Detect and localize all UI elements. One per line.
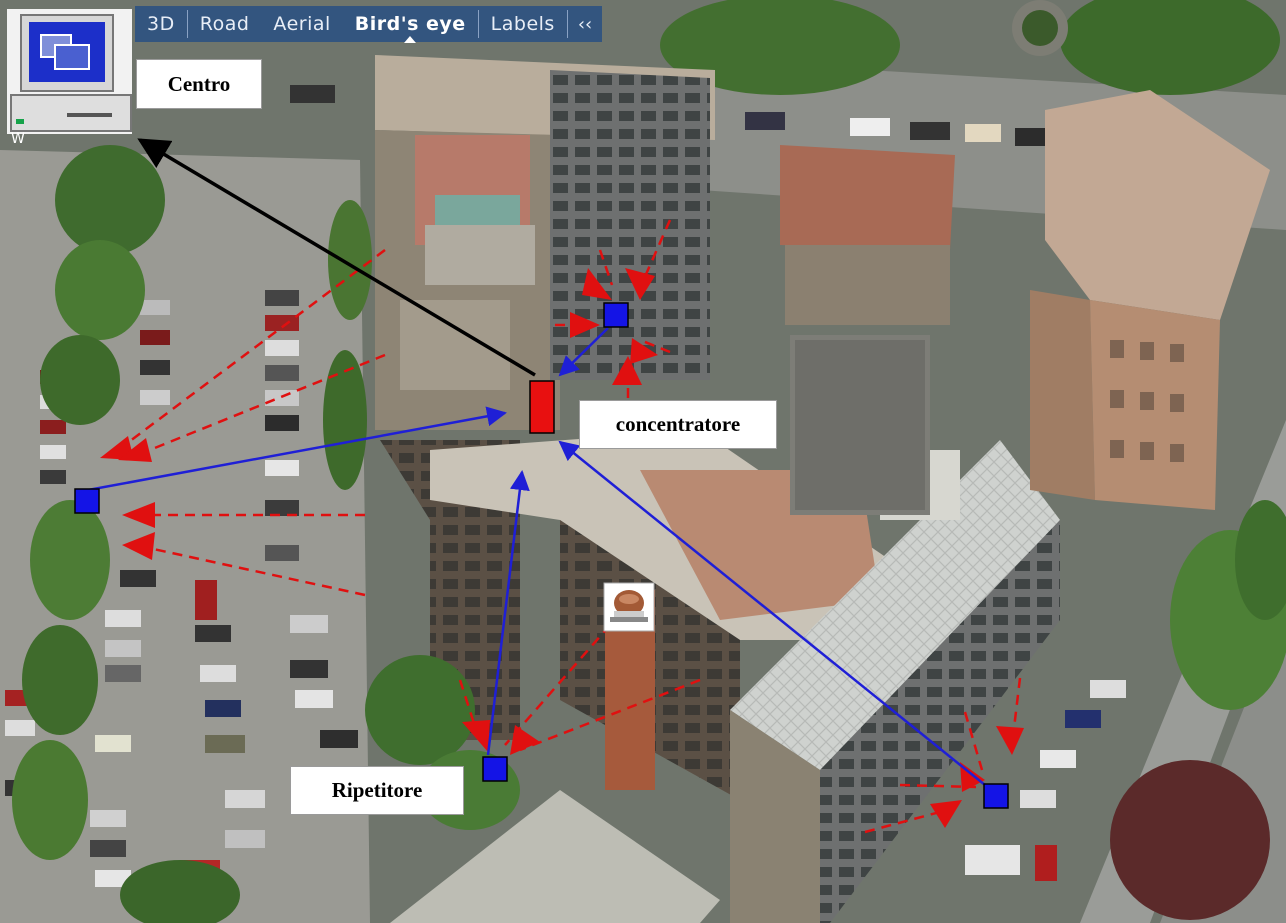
- tab-labels-label: Labels: [490, 13, 555, 35]
- trees-left: [12, 145, 372, 923]
- concentratore-label: concentratore: [579, 400, 777, 449]
- building-right-roof: [1045, 90, 1270, 320]
- compass-west-label: W: [11, 131, 25, 147]
- tab-birds-eye-label: Bird's eye: [354, 13, 466, 35]
- building-bottom: [390, 790, 720, 923]
- tab-road[interactable]: Road: [188, 6, 262, 42]
- repeater-node-west[interactable]: [74, 488, 100, 514]
- tab-aerial[interactable]: Aerial: [261, 6, 342, 42]
- tab-labels[interactable]: Labels: [479, 6, 567, 42]
- uplink-to-centro: [137, 138, 536, 377]
- collapse-toolbar-button[interactable]: ‹‹: [577, 13, 593, 35]
- tab-3d[interactable]: 3D: [135, 6, 187, 42]
- concentrator-node[interactable]: [529, 380, 555, 434]
- caret-up-icon: [404, 36, 417, 43]
- meter-signals: [109, 219, 1022, 834]
- toolbar-divider: [566, 10, 568, 38]
- computer-terminal-icon[interactable]: [7, 9, 132, 134]
- repeater-links: [87, 327, 986, 786]
- toolbar-divider: [186, 10, 188, 38]
- centro-label: Centro: [136, 59, 262, 109]
- tab-birds-eye[interactable]: Bird's eye: [343, 6, 478, 43]
- tab-3d-label: 3D: [147, 13, 175, 35]
- tab-road-label: Road: [199, 13, 250, 35]
- trees-top: [660, 0, 1280, 95]
- right-road-cars: [965, 680, 1126, 881]
- repeater-node-north[interactable]: [603, 302, 629, 328]
- tab-aerial-label: Aerial: [273, 13, 331, 35]
- repeater-node-east[interactable]: [983, 783, 1009, 809]
- building-villa: [780, 145, 955, 250]
- gas-meter-icon[interactable]: [603, 582, 655, 632]
- building-tiled-roof: [730, 440, 1060, 770]
- ripetitore-label: Ripetitore: [290, 766, 464, 815]
- building-dark-block: [550, 70, 710, 380]
- toolbar-divider: [477, 10, 479, 38]
- repeater-node-south[interactable]: [482, 756, 508, 782]
- map-view-toolbar: 3D Road Aerial Bird's eye Labels ‹‹: [135, 6, 603, 43]
